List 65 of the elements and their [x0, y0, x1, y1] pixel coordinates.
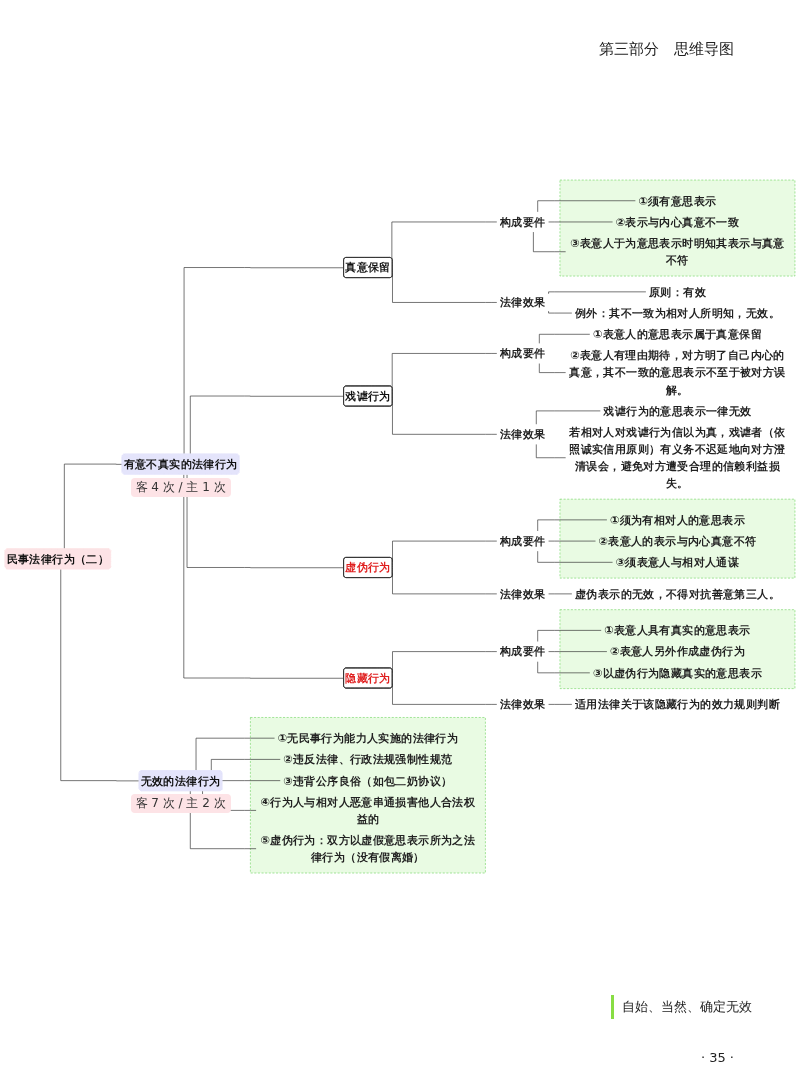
connector: [537, 630, 602, 643]
connector: [539, 334, 591, 345]
connector: [391, 353, 498, 389]
node-text: ⑤虚伪行为：双方以虚假意思表示所为之法律行为（没有假离婚）: [260, 834, 476, 865]
connector: [537, 520, 608, 532]
node-text: ②表意人另外作成虚伪行为: [610, 645, 745, 659]
node-text: 法律效果: [499, 428, 546, 442]
cluster: [559, 609, 796, 690]
connector: [548, 311, 573, 314]
connector: [535, 444, 566, 459]
node-text: ③须表意人与相对人通谋: [615, 556, 740, 570]
node-text: 虚伪表示的无效，不得对抗善意第三人。: [574, 587, 780, 601]
cluster: [559, 180, 796, 277]
node-text: ③表意人于为意思表示时明知其表示与真意不符: [570, 237, 785, 268]
connector: [391, 222, 498, 260]
connector: [392, 404, 498, 436]
node-text: ①须为有相对人的意思表示: [610, 513, 745, 527]
connector: [183, 267, 345, 456]
node-text: 戏谑行为的意思表示一律无效: [603, 404, 752, 418]
connector: [535, 411, 601, 426]
connector: [548, 704, 573, 706]
node-text: 构成要件: [499, 645, 546, 659]
connector: [537, 551, 613, 564]
node-text: ②违反法律、行政法规强制性规范: [283, 753, 453, 767]
cluster: [250, 717, 486, 874]
node-text: 构成要件: [499, 535, 546, 549]
node-text: 适用法律关于该隐藏行为的效力规则判断: [574, 698, 780, 712]
node-text: ③违背公序良俗（如包二奶协议）: [283, 774, 453, 788]
connector: [210, 759, 281, 772]
page-header: 第三部分 思维导图: [599, 40, 734, 59]
node-text: 法律效果: [499, 296, 546, 310]
connector: [548, 291, 647, 295]
connector: [195, 738, 275, 772]
connector: [189, 396, 345, 456]
count-tag: 客 4 次 / 主 1 次: [130, 477, 231, 497]
connector: [533, 232, 566, 253]
node-text: ④行为人与相对人恶意串通损害他人合法权益的: [260, 795, 476, 826]
node-text: 法律效果: [499, 587, 546, 601]
node-text: 构成要件: [499, 215, 546, 229]
connector: [221, 780, 281, 782]
connector: [537, 200, 636, 213]
node-text: ①无民事行为能力人实施的法律行为: [277, 732, 459, 746]
node-text: 若相对人对戏谑行为信以为真，戏谑者（依照诚实信用原则）有义务不迟延地向对方澄清误会，避免对方遭受合理的信赖利益损失。: [569, 426, 786, 491]
node-text: 例外：其不一致为相对人所明知，无效。: [574, 307, 780, 321]
node-text: ①须有意思表示: [638, 194, 717, 208]
node-text: ①表意人具有真实的意思表示: [604, 624, 751, 638]
node-text: ②表意人的表示与内心真意不符: [598, 535, 757, 549]
node-text: ③以虚伪行为隐藏真实的意思表示: [592, 666, 762, 680]
node-text: ②表示与内心真意不一致: [615, 215, 740, 229]
connector: [60, 569, 140, 782]
connector: [392, 275, 498, 304]
node-text: 法律效果: [499, 698, 546, 712]
count-tag: 客 7 次 / 主 2 次: [130, 794, 231, 814]
connector: [64, 464, 123, 550]
node-text: ①表意人的意思表示属于真意保留: [592, 328, 762, 342]
page-number: · 35 ·: [700, 1050, 734, 1065]
connector: [539, 363, 566, 374]
node-text: 构成要件: [499, 347, 546, 361]
bracket-note: 自始、当然、确定无效: [611, 995, 760, 1019]
connector: [183, 474, 345, 680]
node-text: ②表意人有理由期待，对方明了自己内心的真意，其不一致的意思表示不至于被对方误解。: [569, 349, 786, 397]
connector: [186, 474, 345, 569]
connector: [548, 651, 608, 653]
cluster: [559, 499, 796, 579]
node-text: 原则：有效: [648, 285, 706, 299]
